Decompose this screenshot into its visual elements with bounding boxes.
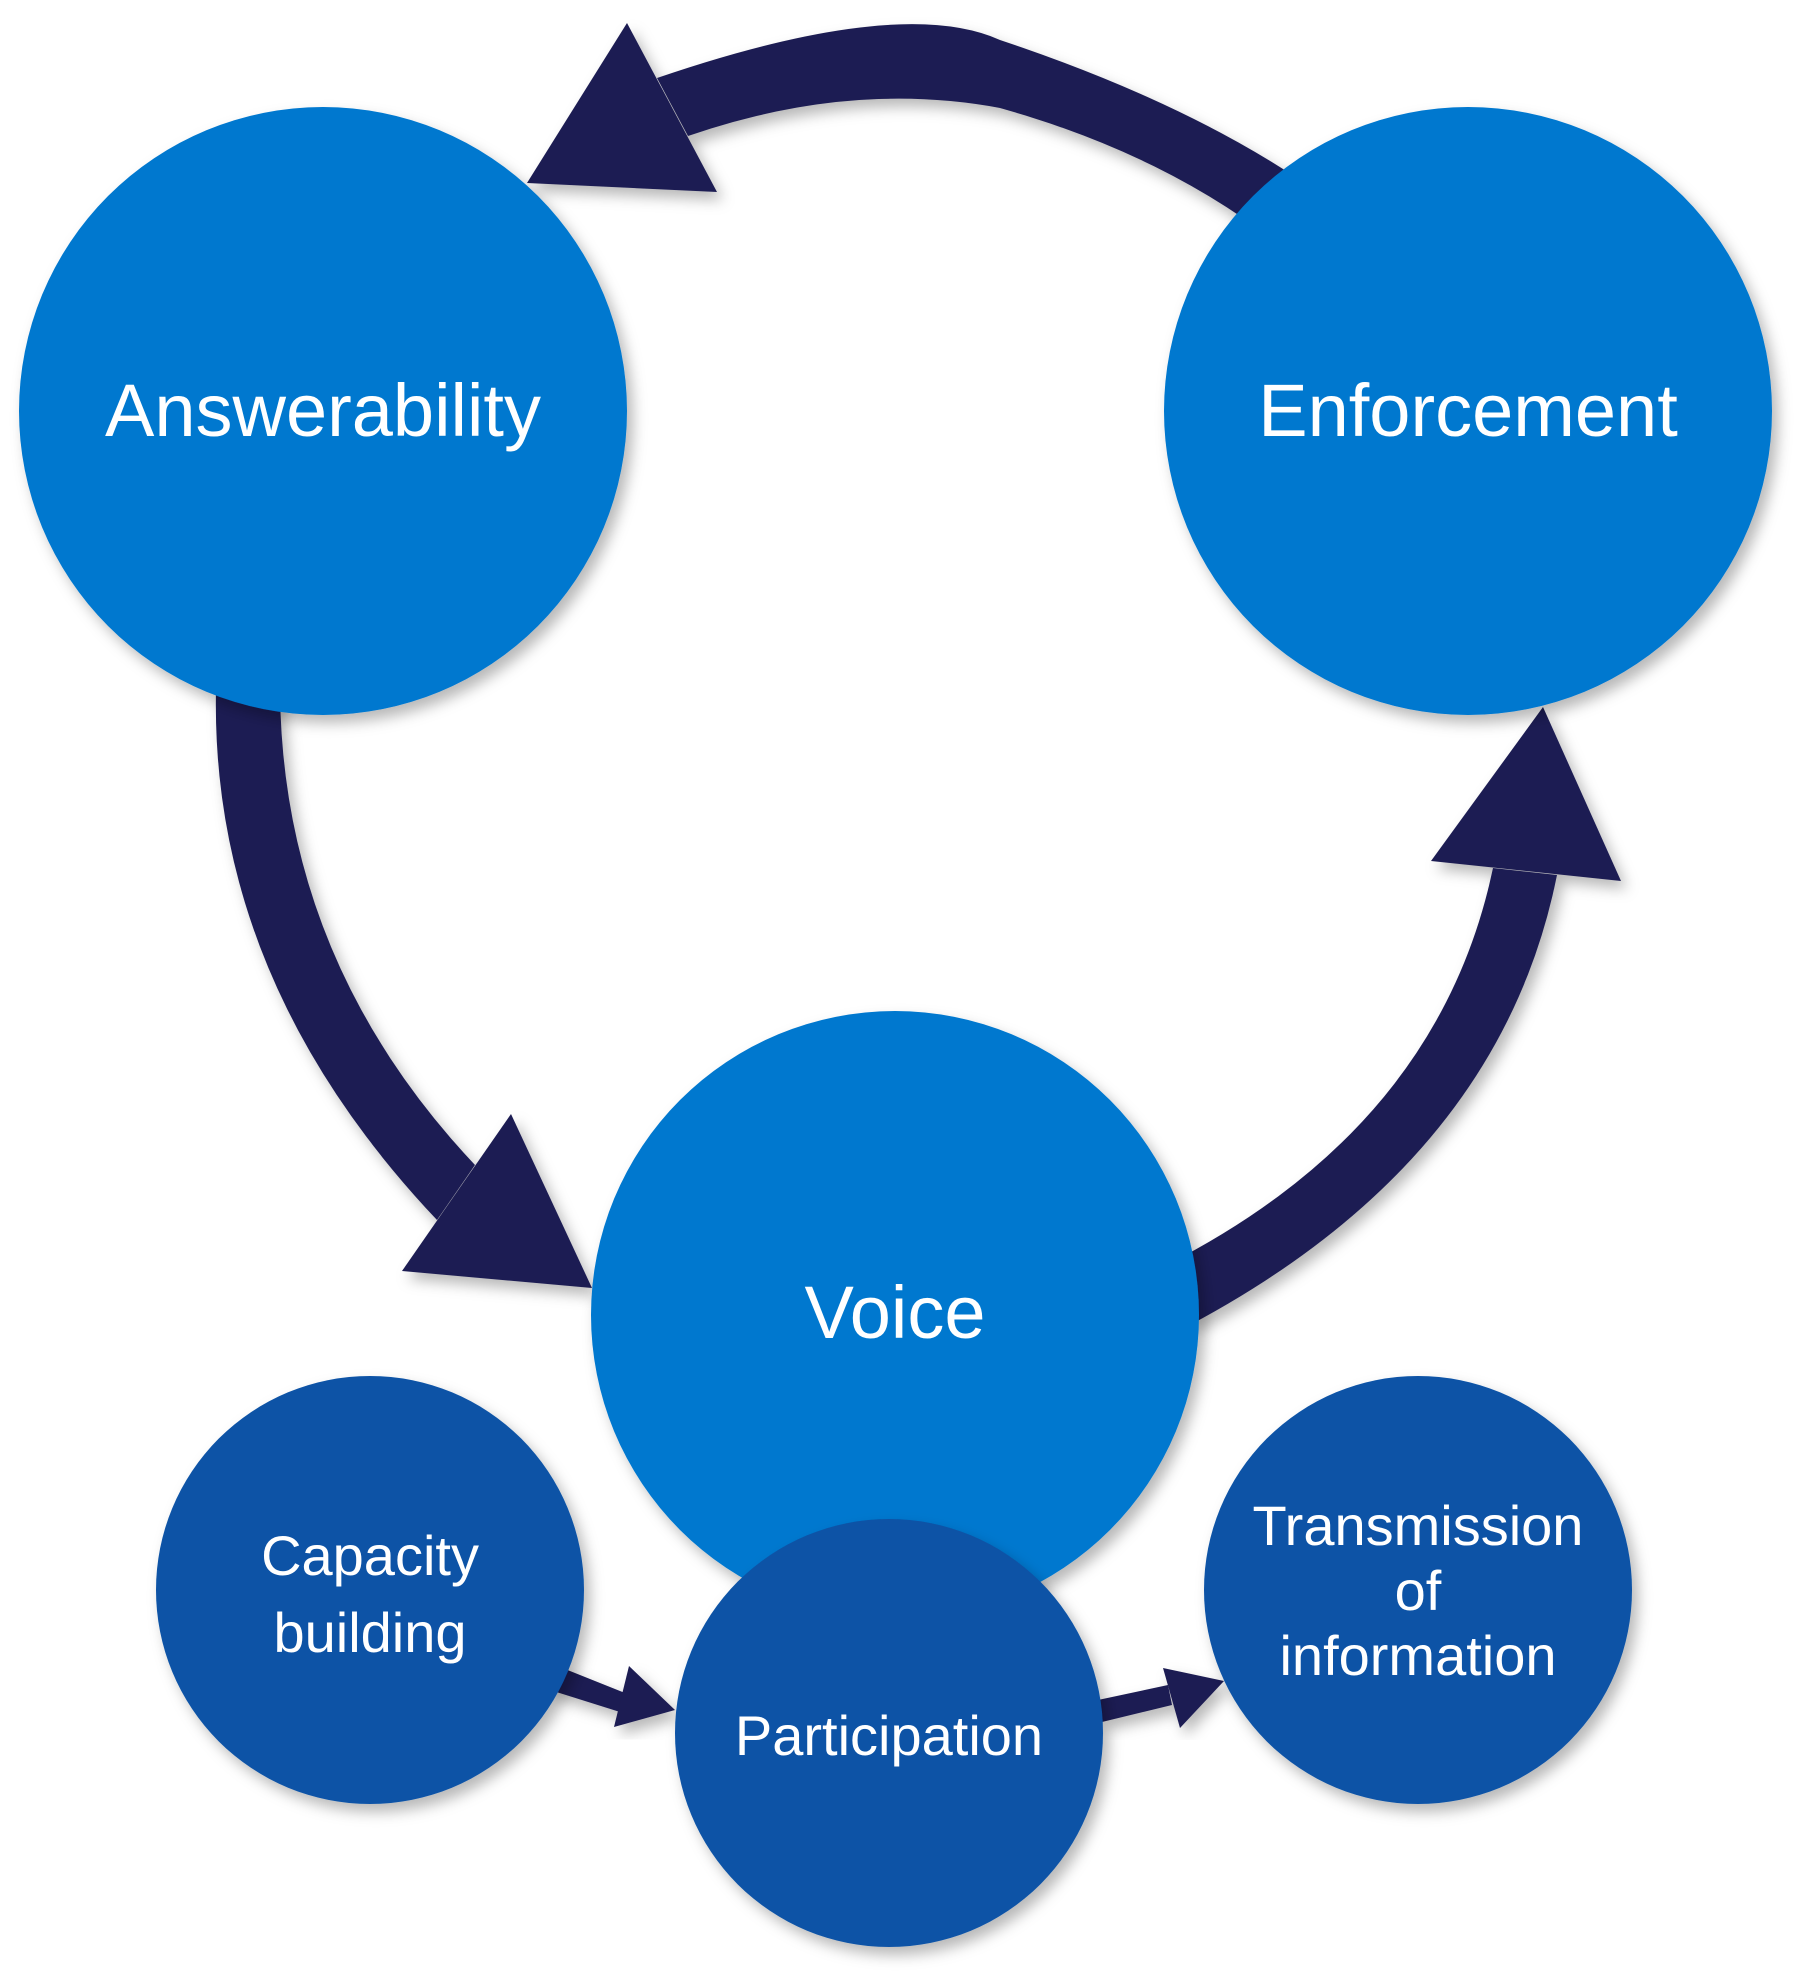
node-participation: Participation <box>675 1519 1103 1947</box>
participation-circle <box>675 1519 1103 1947</box>
node-answerability: Answerability <box>19 107 627 715</box>
node-transmission-of-information: Transmission of information <box>1204 1376 1632 1804</box>
arrow-shaft <box>550 1665 625 1712</box>
arrowhead <box>527 23 717 192</box>
transmission-circle <box>1204 1376 1632 1804</box>
arrowhead <box>1163 1668 1224 1728</box>
arrow-shaft <box>657 24 1300 230</box>
node-capacity-building: Capacity building <box>156 1376 584 1804</box>
arrow-shaft <box>1180 868 1557 1325</box>
transmission-label-line2: of <box>1395 1559 1442 1622</box>
node-voice: Voice <box>591 1011 1199 1619</box>
arrowhead <box>402 1114 592 1288</box>
node-enforcement: Enforcement <box>1164 107 1772 715</box>
enforcement-circle <box>1164 107 1772 715</box>
enforcement-label: Enforcement <box>1258 369 1678 452</box>
arrow-participation-to-transmission <box>1098 1668 1224 1728</box>
arrow-enforcement-to-answerability <box>527 23 1300 230</box>
participation-label: Participation <box>735 1704 1043 1767</box>
transmission-label-line1: Transmission <box>1253 1494 1584 1557</box>
transmission-label-line3: information <box>1279 1624 1556 1687</box>
arrowhead <box>614 1666 675 1727</box>
arrowhead <box>1431 707 1621 881</box>
arrow-shaft <box>1098 1685 1172 1722</box>
arrow-voice-to-enforcement <box>1180 707 1621 1325</box>
voice-label: Voice <box>804 1271 985 1354</box>
capacity-building-label-line2: building <box>273 1601 466 1664</box>
arrow-shaft <box>215 690 475 1220</box>
answerability-label: Answerability <box>105 369 541 452</box>
arrow-capacity-to-participation <box>550 1665 675 1727</box>
arrow-answerability-to-voice <box>215 690 592 1288</box>
answerability-circle <box>19 107 627 715</box>
capacity-building-circle <box>156 1376 584 1804</box>
voice-circle <box>591 1011 1199 1619</box>
capacity-building-label-line1: Capacity <box>261 1524 479 1587</box>
